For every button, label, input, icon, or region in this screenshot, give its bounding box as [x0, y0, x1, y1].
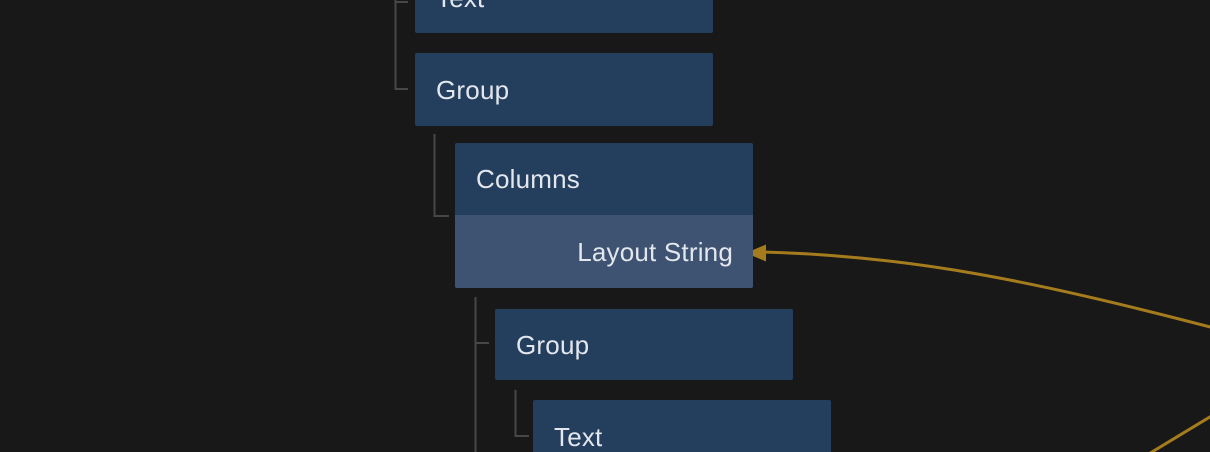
node-label: Group — [516, 329, 590, 360]
reference-wire — [762, 250, 1210, 329]
property-label: Layout String — [577, 236, 733, 267]
node-label: Text — [554, 421, 603, 452]
tree-connector-line-columns-children — [474, 297, 489, 452]
reference-wire-bottom — [1149, 415, 1210, 452]
tree-node-text-bottom[interactable]: Text — [533, 400, 831, 452]
tree-node-group-1[interactable]: Group — [415, 53, 713, 126]
node-label: Group — [436, 74, 510, 105]
tree-node-columns: Columns Layout String — [455, 143, 753, 288]
node-label: Text — [415, 0, 484, 11]
tree-node-group-2[interactable]: Group — [495, 309, 793, 380]
tree-connector-line-root — [394, 0, 408, 90]
tree-connector-line-group1-columns — [433, 134, 449, 217]
tree-connector-line-group2-text — [514, 390, 529, 437]
tree-node-text-top[interactable]: Text — [415, 0, 713, 33]
node-property-layout-string[interactable]: Layout String — [455, 215, 753, 288]
node-label: Columns — [476, 164, 580, 194]
columns-node-header[interactable]: Columns — [455, 143, 753, 215]
